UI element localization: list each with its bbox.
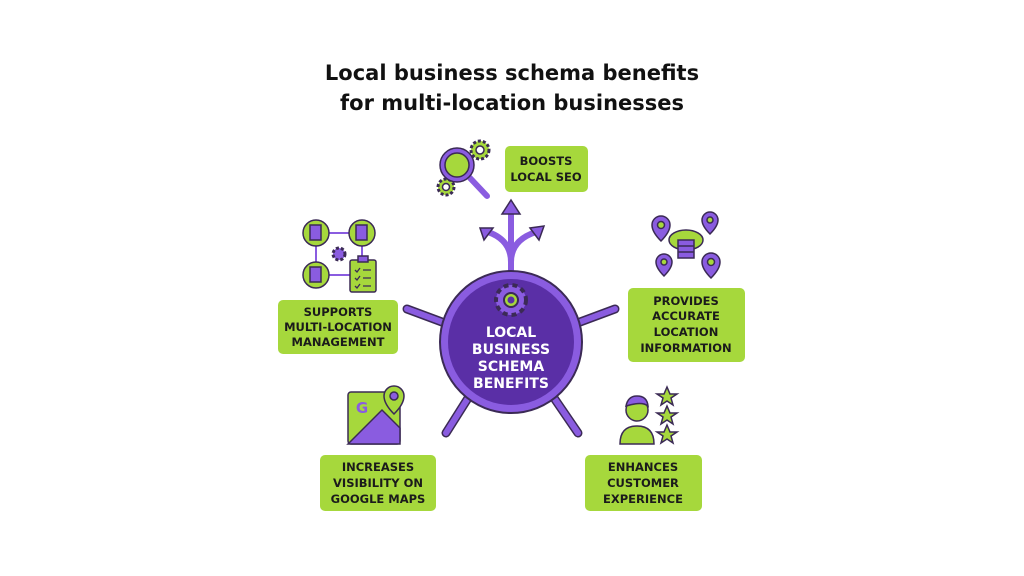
center-hub: LOCAL BUSINESS SCHEMA BENEFITS	[439, 270, 583, 414]
location-pins-database-icon	[651, 211, 721, 280]
center-label-2: BUSINESS	[472, 342, 550, 358]
benefit-label: VISIBILITY ON	[333, 476, 423, 490]
customer-stars-icon	[619, 385, 680, 445]
benefit-enhances-customer-experience: ENHANCES CUSTOMER EXPERIENCE	[585, 385, 702, 511]
branch-arrows-icon	[485, 209, 539, 275]
magnifier-gears-icon	[436, 139, 491, 199]
benefit-label: PROVIDES	[653, 294, 719, 308]
benefit-supports-multi-location-management: SUPPORTS MULTI-LOCATION MANAGEMENT	[278, 219, 398, 354]
benefit-label: ENHANCES	[608, 460, 678, 474]
benefit-label: BOOSTS	[520, 154, 573, 168]
network-buildings-icon	[302, 219, 377, 293]
benefit-label: LOCATION	[654, 325, 719, 339]
center-label-1: LOCAL	[486, 325, 536, 341]
benefit-label: EXPERIENCE	[603, 492, 683, 506]
benefit-boosts-local-seo: BOOSTS LOCAL SEO	[436, 139, 588, 199]
google-maps-icon: G	[346, 385, 405, 445]
gear-icon	[494, 283, 528, 317]
center-label-4: BENEFITS	[473, 376, 549, 392]
benefit-label: GOOGLE MAPS	[331, 492, 426, 506]
benefit-label: SUPPORTS	[304, 305, 373, 319]
title-line-2: for multi-location businesses	[340, 91, 684, 115]
benefit-increases-visibility-google-maps: INCREASES VISIBILITY ON GOOGLE MAPS G	[320, 385, 436, 511]
svg-text:G: G	[356, 399, 368, 417]
benefit-label: MANAGEMENT	[292, 335, 385, 349]
benefit-label: ACCURATE	[652, 309, 720, 323]
benefit-provides-accurate-location-information: PROVIDES ACCURATE LOCATION INFORMATION	[628, 211, 745, 362]
benefit-label: LOCAL SEO	[510, 170, 582, 184]
center-label-3: SCHEMA	[478, 359, 545, 375]
benefit-label: CUSTOMER	[607, 476, 679, 490]
benefit-label: MULTI-LOCATION	[284, 320, 392, 334]
benefit-label: INCREASES	[342, 460, 414, 474]
benefit-label: INFORMATION	[640, 341, 731, 355]
title-line-1: Local business schema benefits	[325, 61, 699, 85]
